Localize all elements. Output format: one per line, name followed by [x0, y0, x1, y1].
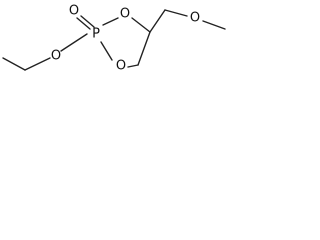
bond-p-o-ring-top — [102, 17, 119, 26]
bond-ch-ch2-ring — [137, 31, 151, 66]
bond-ch-sidechain — [149, 9, 166, 33]
bond-o-methyl — [202, 20, 226, 30]
atom-o-double: O — [69, 4, 79, 19]
chemical-structure-diagram: O P O O O O — [2, 4, 226, 74]
bond-o-ethoxy-p — [60, 33, 88, 52]
atom-o-ethoxy: O — [51, 49, 61, 64]
atom-p: P — [92, 27, 100, 42]
bond-p-o-ring-bottom — [100, 41, 113, 61]
bond-ethyl-ch2-o — [24, 57, 51, 71]
bonds — [2, 9, 226, 71]
atom-o-methoxy: O — [190, 11, 200, 26]
bond-p-o-double-1 — [76, 17, 91, 30]
bond-sidechain-o — [164, 9, 188, 17]
atom-o-ring-bottom: O — [116, 59, 126, 74]
bond-o-ring-top-ch — [131, 17, 151, 33]
bond-p-o-double-2 — [80, 15, 95, 28]
bond-ethyl-ch3-ch2 — [2, 57, 26, 71]
atom-o-ring-top: O — [120, 7, 130, 22]
structure-canvas: O P O O O O — [0, 0, 280, 85]
bond-ch2-o-ring-bottom — [127, 64, 139, 68]
atom-labels: O P O O O O — [51, 4, 200, 74]
